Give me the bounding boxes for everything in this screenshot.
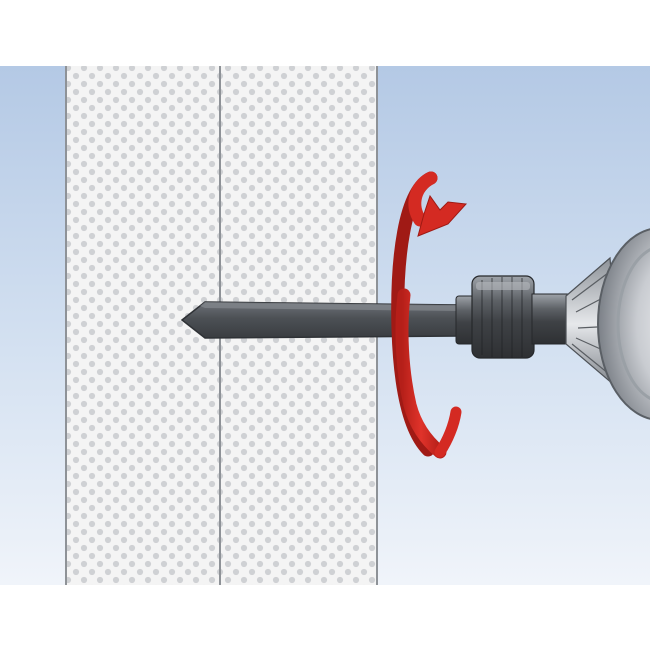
frame-bottom: [0, 585, 650, 650]
frame-top: [0, 0, 650, 66]
drill-chuck: [455, 275, 571, 359]
drill-icon: [565, 228, 650, 420]
rotation-arrow-front: [395, 171, 468, 459]
drill-bit: [180, 301, 461, 339]
